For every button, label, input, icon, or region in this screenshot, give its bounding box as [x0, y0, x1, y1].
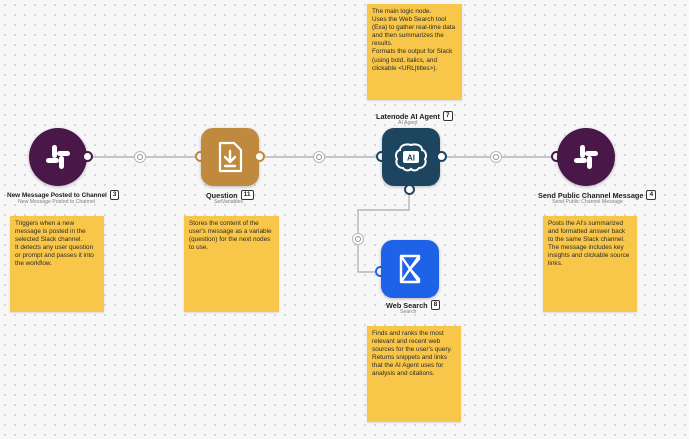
- sticky-note-question[interactable]: Stores the content of the user's message…: [184, 216, 279, 312]
- output-port[interactable]: [254, 151, 265, 162]
- node-subtitle-agent: AI Agent: [398, 120, 418, 126]
- output-port[interactable]: [82, 151, 93, 162]
- node-title-question: Question 11: [206, 190, 254, 200]
- node-title-agent: Latenode AI Agent 7: [376, 111, 453, 121]
- add-step-connector[interactable]: [313, 151, 325, 163]
- ai-brain-icon: AI: [382, 128, 440, 186]
- gear-icon: [493, 154, 499, 160]
- wire-agent-search: [357, 186, 410, 273]
- node-subtitle-send: Send Public Channel Message: [552, 199, 623, 205]
- gear-icon: [316, 154, 322, 160]
- node-title-send: Send Public Channel Message 4: [538, 190, 657, 200]
- svg-text:AI: AI: [407, 154, 415, 163]
- exa-logo-icon: [381, 240, 439, 298]
- sticky-note-trigger[interactable]: Triggers when a new message is posted in…: [10, 216, 104, 312]
- node-question[interactable]: [195, 128, 270, 188]
- node-new-message-trigger[interactable]: [29, 128, 99, 188]
- gear-icon: [355, 236, 361, 242]
- sticky-note-search[interactable]: Finds and ranks the most relevant and re…: [367, 326, 461, 422]
- slack-icon: [29, 128, 87, 186]
- add-step-connector[interactable]: [134, 151, 146, 163]
- node-id-badge: 8: [430, 300, 441, 310]
- node-title-trigger: New Message Posted to Channel 3: [7, 190, 120, 200]
- gear-icon: [137, 154, 143, 160]
- node-send-public-message[interactable]: [551, 128, 621, 188]
- slack-icon: [557, 128, 615, 186]
- node-subtitle-search: Search: [400, 309, 417, 315]
- node-id-badge: 4: [646, 190, 657, 200]
- node-subtitle-question: SetVariables: [214, 199, 244, 205]
- add-step-connector[interactable]: [352, 233, 364, 245]
- sticky-note-send[interactable]: Posts the AI's summarized and formatted …: [543, 216, 637, 312]
- sticky-note-agent[interactable]: The main logic node. Uses the Web Search…: [367, 4, 462, 100]
- node-web-search[interactable]: [373, 240, 443, 300]
- node-ai-agent[interactable]: AI: [376, 128, 451, 195]
- output-port[interactable]: [436, 151, 447, 162]
- node-id-badge: 7: [442, 111, 453, 121]
- node-subtitle-trigger: New Message Posted to Channel: [18, 199, 95, 205]
- node-id-badge: 3: [109, 190, 120, 200]
- tool-port[interactable]: [404, 184, 415, 195]
- node-title-search: Web Search 8: [386, 300, 441, 310]
- add-step-connector[interactable]: [490, 151, 502, 163]
- node-id-badge: 11: [240, 190, 254, 200]
- download-document-icon: [201, 128, 259, 186]
